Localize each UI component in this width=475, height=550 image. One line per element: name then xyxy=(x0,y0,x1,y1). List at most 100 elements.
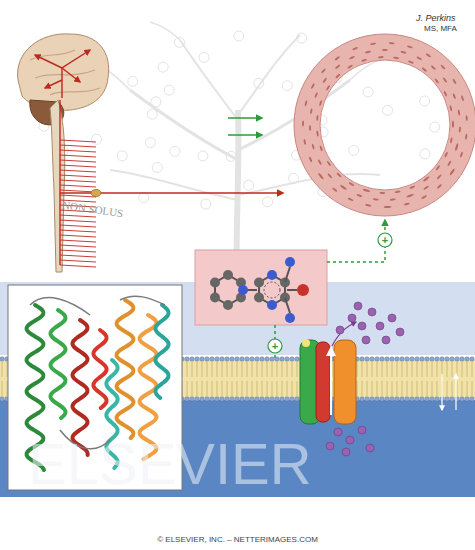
smooth-muscle-nucleus xyxy=(326,85,331,91)
lipid-tail xyxy=(402,362,403,377)
lipid-head xyxy=(190,357,195,362)
smooth-muscle-nucleus xyxy=(407,45,413,49)
lipid-tail xyxy=(212,381,213,396)
potassium-ion xyxy=(366,444,374,452)
lipid-tail xyxy=(227,381,228,396)
lipid-head xyxy=(200,357,205,362)
smooth-muscle-nucleus xyxy=(364,189,370,193)
lipid-tail xyxy=(432,362,433,377)
vessel-outer-edge xyxy=(294,34,475,216)
green-arrow xyxy=(228,134,262,136)
lipid-tail xyxy=(462,381,463,396)
potassium-ion xyxy=(326,442,334,450)
lipid-tail xyxy=(242,381,243,396)
lipid-head xyxy=(240,397,245,402)
lipid-tail xyxy=(357,362,358,377)
lipid-head xyxy=(235,357,240,362)
lipid-head xyxy=(410,397,415,402)
lipid-tail xyxy=(227,362,228,377)
smooth-muscle-nucleus xyxy=(319,174,324,180)
smooth-muscle-nucleus xyxy=(365,50,371,53)
lipid-head xyxy=(295,397,300,402)
lipid-head xyxy=(380,357,385,362)
spinal-nerve xyxy=(60,180,96,182)
lipid-head xyxy=(375,397,380,402)
tree-branch xyxy=(150,22,180,40)
stimulation-path xyxy=(327,220,385,262)
lipid-tail xyxy=(272,381,273,396)
potassium-channel xyxy=(300,339,356,424)
smooth-muscle-nucleus xyxy=(335,64,341,69)
lipid-tail xyxy=(247,381,248,396)
smooth-muscle-nucleus xyxy=(370,42,376,45)
lipid-tail xyxy=(447,381,448,396)
spinal-nerve xyxy=(60,165,96,167)
tree-leaf xyxy=(158,62,168,72)
tree-leaf xyxy=(152,163,162,173)
lipid-head xyxy=(195,357,200,362)
spinal-nerve xyxy=(60,255,96,257)
lipid-head xyxy=(0,357,4,362)
tree-leaf xyxy=(226,151,236,161)
lipid-tail xyxy=(287,362,288,377)
smooth-muscle-nucleus xyxy=(452,120,454,126)
lipid-head xyxy=(210,397,215,402)
potassium-ion xyxy=(358,426,366,434)
smooth-muscle-nucleus xyxy=(308,156,312,162)
tree-leaf xyxy=(420,149,430,159)
smooth-muscle-nucleus xyxy=(421,67,427,72)
smooth-muscle-nucleus xyxy=(400,51,406,54)
smooth-muscle-nucleus xyxy=(379,192,385,194)
potassium-ion xyxy=(376,322,384,330)
lipid-tail xyxy=(372,381,373,396)
lipid-head xyxy=(250,357,255,362)
smooth-muscle-nucleus xyxy=(423,185,429,190)
lipid-tail xyxy=(422,381,423,396)
lipid-head xyxy=(470,397,475,402)
lipid-tail xyxy=(387,362,388,377)
lipid-tail xyxy=(7,381,8,396)
lipid-head xyxy=(465,397,470,402)
lipid-head xyxy=(240,357,245,362)
lipid-tail xyxy=(207,381,208,396)
ring-atom xyxy=(254,278,264,288)
potassium-ion xyxy=(334,428,342,436)
smooth-muscle-nucleus xyxy=(435,165,440,171)
lipid-head xyxy=(265,357,270,362)
smooth-muscle-nucleus xyxy=(326,160,331,166)
lipid-head xyxy=(445,397,450,402)
spinal-nerve xyxy=(60,190,96,192)
spinal-nerve xyxy=(60,170,96,172)
lipid-head xyxy=(230,357,235,362)
tree-leaf xyxy=(297,33,307,43)
smooth-muscle-nucleus xyxy=(393,56,399,59)
smooth-muscle-nucleus xyxy=(334,56,340,61)
lipid-head xyxy=(445,357,450,362)
lipid-head xyxy=(360,357,365,362)
lipid-tail xyxy=(232,362,233,377)
lipid-tail xyxy=(252,362,253,377)
spinal-nerve xyxy=(60,140,96,142)
lipid-tail xyxy=(362,381,363,396)
lipid-head xyxy=(385,357,390,362)
lipid-head xyxy=(430,397,435,402)
spinal-nerve xyxy=(60,235,96,237)
spinal-nerve xyxy=(60,225,96,227)
smooth-muscle-nucleus xyxy=(450,137,453,143)
lipid-head xyxy=(455,397,460,402)
lipid-head xyxy=(370,357,375,362)
lipid-tail xyxy=(397,381,398,396)
efflux-arrow xyxy=(332,322,356,346)
smooth-muscle-nucleus xyxy=(302,120,304,126)
spinal-nerve xyxy=(60,145,96,147)
lipid-tail xyxy=(197,381,198,396)
tree-leaf xyxy=(282,81,292,91)
spinal-nerve xyxy=(60,155,96,157)
lipid-head xyxy=(195,397,200,402)
smooth-muscle-nucleus xyxy=(452,93,456,99)
tree-leaf xyxy=(234,31,244,41)
spinal-nerve xyxy=(60,250,96,252)
lipid-head xyxy=(385,397,390,402)
lipid-head xyxy=(370,397,375,402)
